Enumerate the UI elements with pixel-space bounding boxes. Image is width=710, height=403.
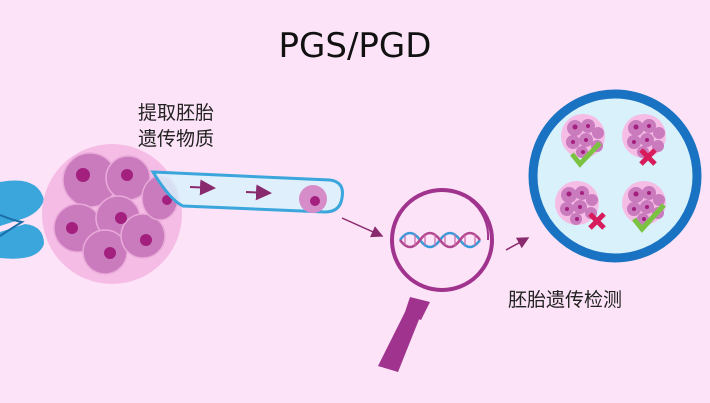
- check-icon: [570, 141, 602, 168]
- arrow-to-magnifier: [341, 217, 384, 238]
- result-embryo-bottom-left: [555, 181, 606, 230]
- step-label-testing: 胚胎遗传检测: [508, 289, 623, 311]
- magnifying-glass-icon: [378, 188, 494, 372]
- holding-pipette-icon: [0, 180, 44, 259]
- result-embryos: [555, 114, 666, 233]
- embryo-cell-cluster-icon: [42, 144, 182, 284]
- result-embryo-top-right: [622, 114, 666, 166]
- page-title: PGS/PGD: [278, 26, 432, 66]
- arrow-to-results: [505, 237, 530, 251]
- result-embryo-top-left: [561, 114, 605, 168]
- petri-dish-icon: [528, 89, 702, 263]
- dna-helix-icon: [398, 231, 482, 249]
- result-embryo-bottom-right: [622, 181, 666, 233]
- cross-icon: [639, 148, 657, 166]
- check-icon: [632, 203, 666, 233]
- step-label-extract-line2: 遗传物质: [138, 128, 215, 150]
- biopsy-pipette-icon: [150, 170, 344, 214]
- step-label-extract-line1: 提取胚胎: [138, 102, 215, 124]
- step-label-extract: 提取胚胎 遗传物质: [138, 100, 258, 152]
- cross-icon: [588, 212, 606, 230]
